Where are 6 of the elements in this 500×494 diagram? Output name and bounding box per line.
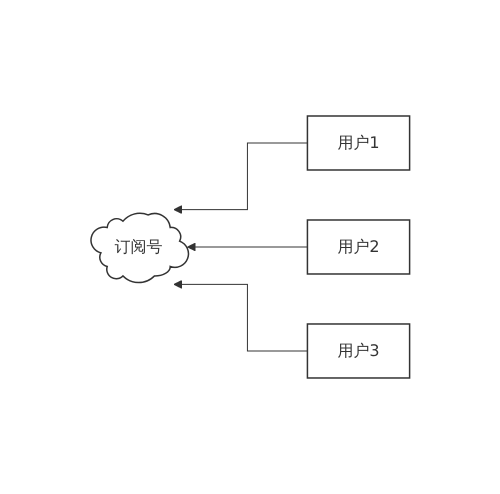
node-box: 用户1	[306, 115, 410, 171]
arrow	[173, 280, 308, 352]
node-box: 用户3	[306, 323, 410, 379]
arrow	[173, 142, 308, 214]
arrow	[186, 242, 308, 252]
node-box: 用户2	[306, 219, 410, 275]
